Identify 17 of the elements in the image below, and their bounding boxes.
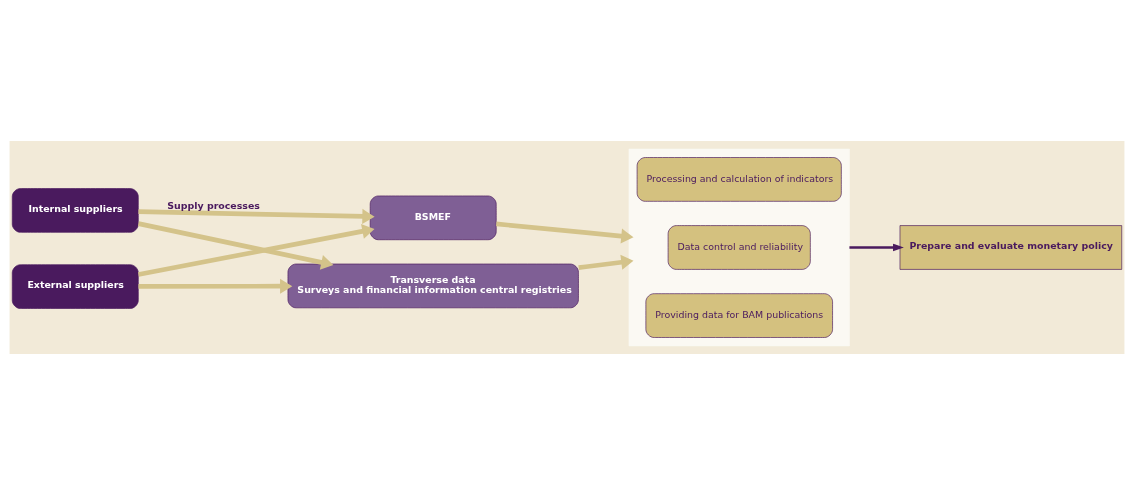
arrow (138, 208, 375, 224)
node-box: Data control and reliability (667, 225, 811, 270)
node-box: Prepare and evaluate monetary policy (899, 225, 1123, 270)
arrow (496, 221, 634, 244)
arrow (138, 221, 334, 270)
arrow (138, 223, 375, 277)
node-box: Internal suppliers (11, 188, 139, 233)
node-box: Transverse data Surveys and financial information central registries (287, 263, 579, 309)
node-box: BSMEF (369, 195, 497, 241)
edge-label: Supply processes (167, 200, 260, 212)
node-box: Providing data for BAM publications (645, 293, 833, 338)
node-box: External suppliers (11, 264, 139, 309)
arrow (578, 254, 634, 270)
arrow (138, 278, 293, 294)
node-box: Processing and calculation of indicators (636, 157, 842, 202)
arrow (849, 243, 904, 252)
cluster (628, 148, 850, 347)
